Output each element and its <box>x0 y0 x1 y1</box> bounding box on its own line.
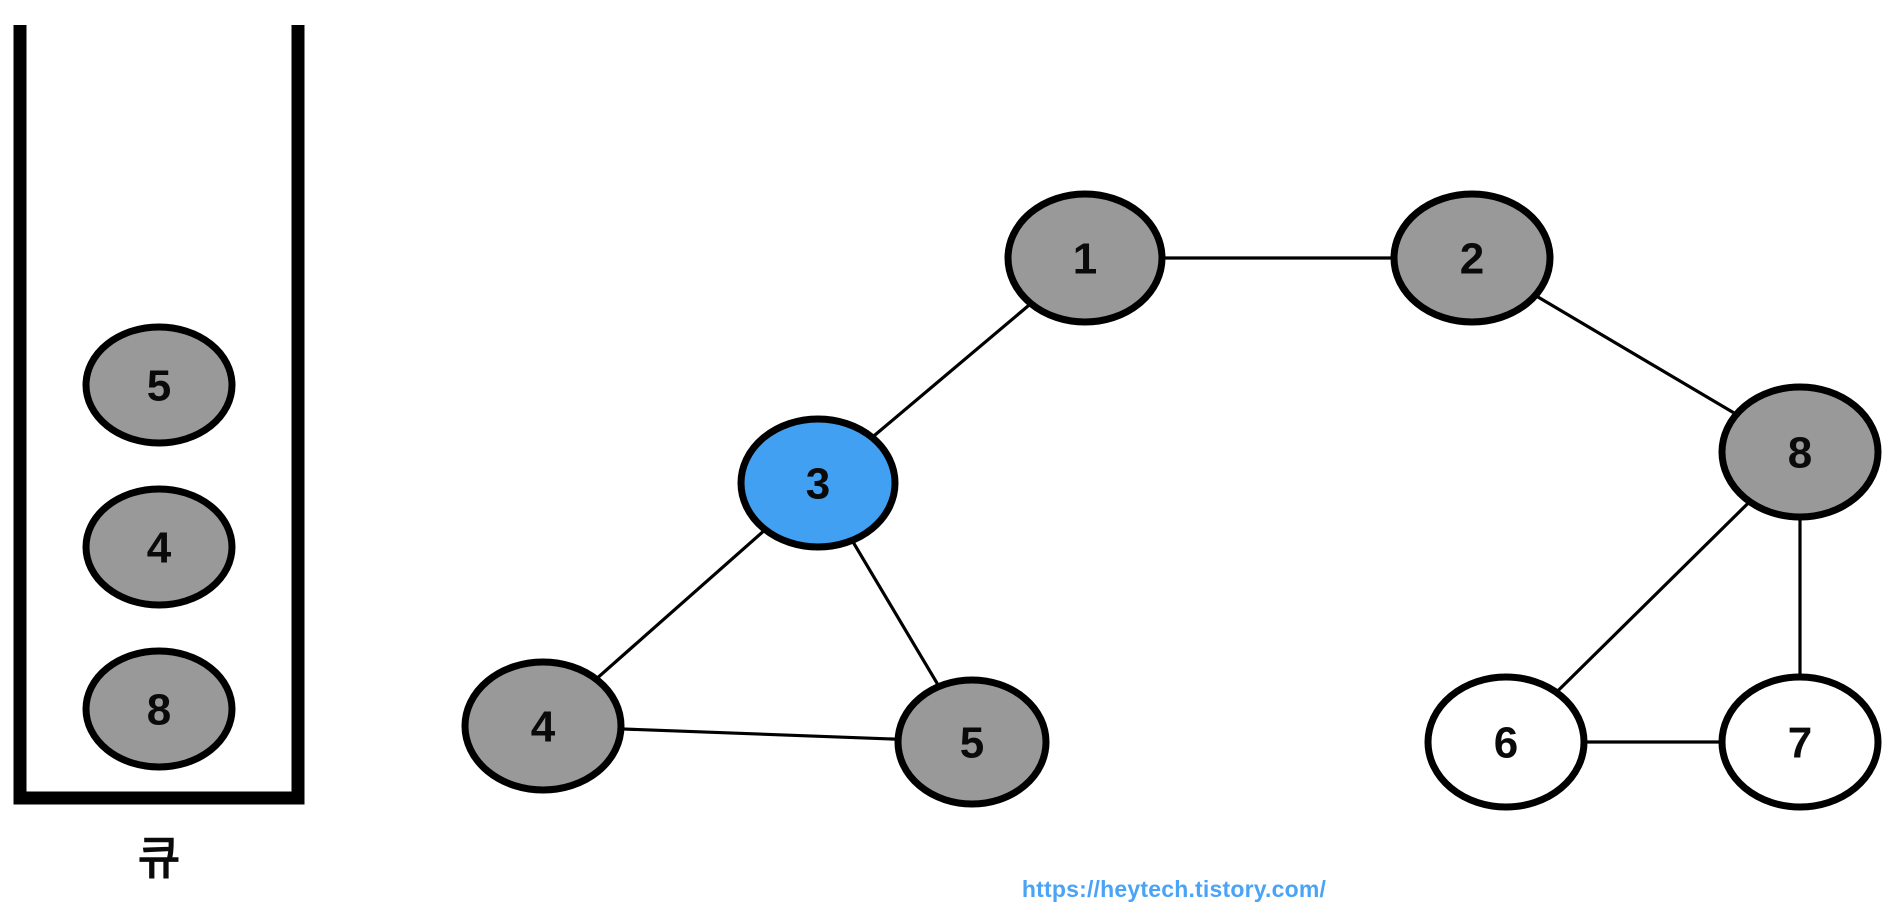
queue-item-circle <box>82 323 236 447</box>
graph-edge-list <box>592 256 1802 744</box>
graph-node-circle <box>461 658 625 794</box>
queue-item-circle <box>82 485 236 609</box>
queue-item-circle <box>82 647 236 771</box>
graph-node-circle <box>894 676 1050 808</box>
graph-node-6[interactable]: 6 <box>1424 673 1588 811</box>
graph-node-5[interactable]: 5 <box>894 676 1050 808</box>
graph-edge <box>868 300 1035 441</box>
graph-node-8[interactable]: 8 <box>1718 383 1882 521</box>
queue-item[interactable]: 5 <box>82 323 236 447</box>
watermark-url: https://heytech.tistory.com/ <box>1022 876 1327 902</box>
graph-node-7[interactable]: 7 <box>1718 673 1882 811</box>
graph-node-1[interactable]: 1 <box>1004 190 1166 326</box>
graph-node-circle <box>1718 383 1882 521</box>
graph-edge <box>617 727 902 741</box>
queue-item-list: 5 4 8 <box>82 323 236 771</box>
graph-node-3[interactable]: 3 <box>737 415 899 551</box>
graph-node-2[interactable]: 2 <box>1390 190 1554 326</box>
queue-walls <box>13 25 305 805</box>
graph-edge <box>1531 292 1740 417</box>
graph-edge <box>849 537 942 690</box>
queue-item[interactable]: 4 <box>82 485 236 609</box>
graph-node-circle <box>737 415 899 551</box>
graph-edge <box>1553 498 1753 696</box>
queue-caption: 큐 <box>138 831 180 885</box>
queue-item[interactable]: 8 <box>82 647 236 771</box>
graph-node-4[interactable]: 4 <box>461 658 625 794</box>
graph-node-circle <box>1718 673 1882 811</box>
graph-edge <box>592 526 769 683</box>
graph-node-circle <box>1004 190 1166 326</box>
graph-node-circle <box>1390 190 1554 326</box>
queue-container <box>13 25 305 805</box>
graph-node-circle <box>1424 673 1588 811</box>
